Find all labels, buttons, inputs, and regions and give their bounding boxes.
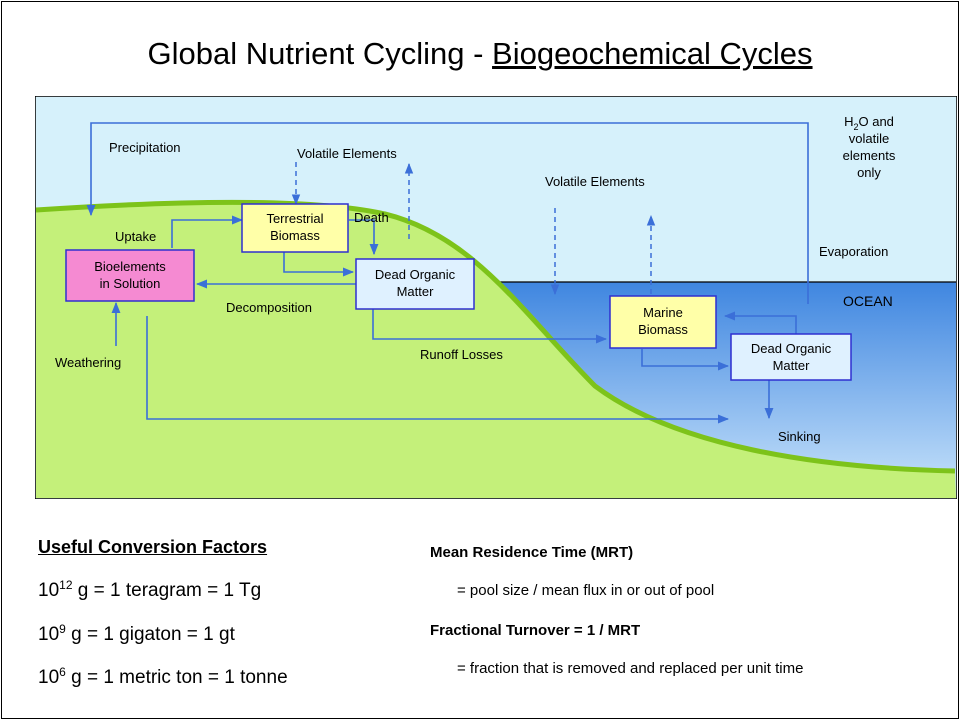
marine-biomass-box: Marine Biomass (609, 295, 717, 349)
title-prefix: Global Nutrient Cycling - (147, 36, 493, 71)
conversion-title: Useful Conversion Factors (38, 537, 268, 557)
conversion-row-teragram: 1012 g = 1 teragram = 1 Tg (38, 578, 262, 601)
slide-title: Global Nutrient Cycling - Biogeochemical… (0, 36, 960, 72)
terrestrial-biomass-box: Terrestrial Biomass (241, 203, 349, 253)
h2o-line4: only (857, 165, 881, 180)
label-volatile-land: Volatile Elements (297, 146, 397, 161)
label-sinking: Sinking (778, 429, 821, 444)
diagram-svg: Terrestrial Biomass Dead Organic Matter … (35, 96, 957, 499)
bioelements-label-line2: in Solution (100, 276, 161, 291)
label-decomposition: Decomposition (226, 300, 312, 315)
dead-organic-ocean-label-line1: Dead Organic (751, 341, 832, 356)
turnover-title: Fractional Turnover = 1 / MRT (430, 622, 641, 639)
dead-organic-land-label-line2: Matter (397, 284, 435, 299)
label-evaporation: Evaporation (819, 244, 888, 259)
dead-organic-land-label-line1: Dead Organic (375, 267, 456, 282)
conversion-row-tonne: 106 g = 1 metric ton = 1 tonne (38, 665, 288, 688)
precipitation-arrow (86, 122, 809, 304)
mrt-title: Mean Residence Time (MRT) (430, 544, 634, 561)
terrestrial-biomass-label-line1: Terrestrial (266, 211, 323, 226)
dead-organic-ocean-box: Dead Organic Matter (730, 333, 852, 381)
label-death: Death (354, 210, 389, 225)
death-arrow (349, 219, 379, 256)
label-precipitation: Precipitation (109, 140, 181, 155)
terrestrial-biomass-label-line2: Biomass (270, 228, 320, 243)
h2o-line2: volatile (849, 131, 889, 146)
label-uptake: Uptake (115, 229, 156, 244)
label-h2o-volatile: H2O and volatile elements only (843, 114, 896, 180)
marine-biomass-label-line2: Biomass (638, 322, 688, 337)
label-runoff: Runoff Losses (420, 347, 503, 362)
leaching-arrow (146, 316, 730, 424)
nutrient-cycle-diagram: Terrestrial Biomass Dead Organic Matter … (35, 96, 957, 499)
bioelements-box: Bioelements in Solution (65, 249, 195, 302)
title-underlined: Biogeochemical Cycles (492, 36, 813, 71)
label-weathering: Weathering (55, 355, 121, 370)
conversion-row-gigaton: 109 g = 1 gigaton = 1 gt (38, 622, 235, 645)
label-volatile-ocean: Volatile Elements (545, 174, 645, 189)
land-area (36, 202, 956, 499)
bioelements-label-line1: Bioelements (94, 259, 166, 274)
marine-to-dead-arrow (641, 349, 730, 371)
h2o-line3: elements (843, 148, 896, 163)
turnover-definition: = fraction that is removed and replaced … (457, 660, 804, 677)
runoff-arrow (372, 308, 608, 344)
marine-biomass-label-line1: Marine (643, 305, 683, 320)
uptake-arrow (171, 215, 244, 248)
h2o-line1: H2O and (844, 114, 894, 132)
dead-organic-ocean-label-line2: Matter (773, 358, 811, 373)
dead-organic-land-box: Dead Organic Matter (355, 258, 475, 310)
ocean-recycle-arrow (723, 311, 797, 334)
land-edge-line (35, 199, 956, 474)
label-ocean: OCEAN (843, 293, 893, 309)
mrt-definition: = pool size / mean flux in or out of poo… (457, 582, 715, 599)
